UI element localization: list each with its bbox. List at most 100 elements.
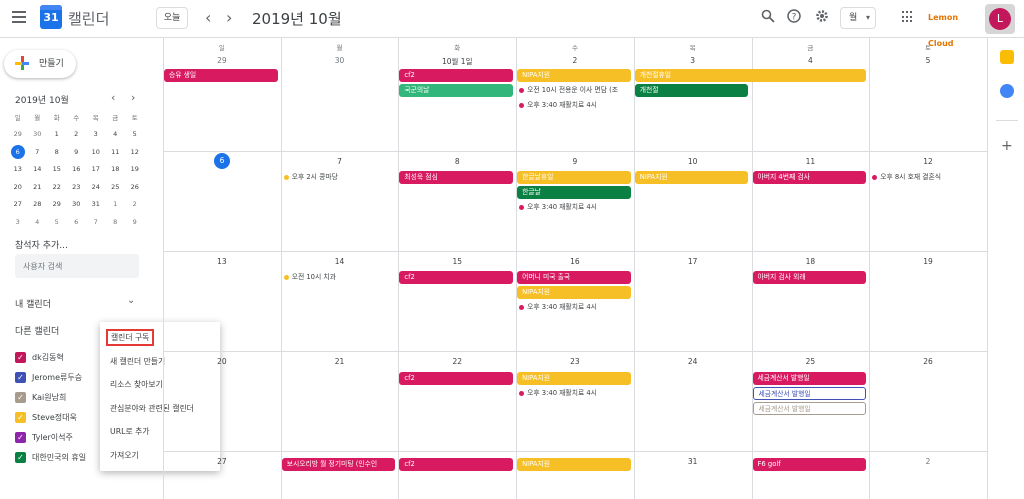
create-button[interactable]: 만들기 xyxy=(4,50,76,78)
today-date[interactable]: 6 xyxy=(214,153,230,169)
date-number[interactable]: 18 xyxy=(805,257,816,266)
mini-day[interactable]: 7 xyxy=(93,217,98,226)
date-number[interactable]: 3 xyxy=(690,56,696,65)
search-icon[interactable] xyxy=(760,9,776,25)
mini-day[interactable]: 7 xyxy=(35,147,40,156)
date-number[interactable]: 2 xyxy=(572,56,578,65)
date-number[interactable]: 24 xyxy=(687,357,698,366)
calendar-list-item[interactable]: ✓dk김동혁 xyxy=(15,347,86,367)
date-number[interactable]: 27 xyxy=(217,457,227,466)
calendar-event[interactable]: 세금계산서 발행일 xyxy=(752,372,867,385)
calendar-event[interactable]: 승유 생일 xyxy=(164,69,278,82)
date-number[interactable]: 7 xyxy=(337,157,342,166)
calendar-event[interactable]: 오후 3:40 재활치료 4시 xyxy=(517,99,631,112)
calendar-event[interactable]: 개천절 xyxy=(634,84,749,97)
chevron-down-icon[interactable]: ⌄ xyxy=(127,295,136,306)
mini-chevron-right-icon[interactable]: › xyxy=(131,91,136,104)
mini-day[interactable]: 21 xyxy=(33,182,42,191)
checkbox-icon[interactable]: ✓ xyxy=(15,431,26,443)
calendar-event[interactable]: NIPA지원 xyxy=(517,372,631,385)
other-calendars-label[interactable]: 다른 캘린더 xyxy=(15,327,60,337)
calendar-event[interactable]: 오후 3:40 재활치료 4시 xyxy=(517,201,631,214)
tasks-icon[interactable] xyxy=(1000,84,1014,98)
date-number[interactable]: 4 xyxy=(807,56,813,65)
date-number[interactable]: 30 xyxy=(334,56,345,65)
mini-day[interactable]: 3 xyxy=(15,217,20,226)
calendar-event[interactable]: 개천절휴일 xyxy=(634,69,867,82)
date-number[interactable]: 31 xyxy=(687,457,698,466)
mini-day[interactable]: 10 xyxy=(91,147,100,156)
calendar-event[interactable]: NIPA지원 xyxy=(517,69,631,82)
calendar-event[interactable]: 오전 10시 치과 xyxy=(282,271,396,284)
date-number[interactable]: 25 xyxy=(805,357,816,366)
mini-day[interactable]: 17 xyxy=(91,165,100,174)
calendar-event[interactable]: 오후 3:40 재활치료 4시 xyxy=(517,301,631,314)
checkbox-icon[interactable]: ✓ xyxy=(15,411,26,423)
calendar-event[interactable]: NIPA지원 xyxy=(517,286,631,299)
account-avatar[interactable]: L xyxy=(985,4,1015,34)
calendar-event[interactable]: NIPA지원 xyxy=(634,171,749,184)
chevron-left-icon[interactable]: ‹ xyxy=(205,8,212,27)
calendar-event[interactable]: 아버지 검사 외래 xyxy=(752,271,867,284)
calendar-list-item[interactable]: ✓Jerome류두승 xyxy=(15,367,86,387)
calendar-event[interactable]: cf2 xyxy=(399,458,514,471)
date-number[interactable]: 20 xyxy=(217,357,227,366)
checkbox-icon[interactable]: ✓ xyxy=(15,391,26,403)
calendar-event[interactable]: 아버지 4번째 검사 xyxy=(752,171,867,184)
date-number[interactable]: 29 xyxy=(217,56,227,65)
calendar-event[interactable]: 국군의날 xyxy=(399,84,514,97)
mini-day[interactable]: 9 xyxy=(132,217,137,226)
calendar-event[interactable]: 오전 10시 전용운 이사 면담 (조 xyxy=(517,84,631,97)
mini-day[interactable]: 3 xyxy=(93,130,98,138)
mini-day[interactable]: 2 xyxy=(132,200,137,209)
date-number[interactable]: 8 xyxy=(454,157,460,166)
menu-item-import[interactable]: 가져오기 xyxy=(110,450,139,460)
menu-item-browse-resources[interactable]: 리소스 찾아보기 xyxy=(110,380,163,389)
mini-day[interactable]: 14 xyxy=(33,165,42,174)
mini-day[interactable]: 29 xyxy=(52,200,61,209)
menu-item-add-url[interactable]: URL로 추가 xyxy=(110,427,150,436)
mini-day[interactable]: 23 xyxy=(72,182,81,191)
calendar-list-item[interactable]: ✓대한민국의 휴일 xyxy=(15,447,86,467)
calendar-event[interactable]: F6 golf xyxy=(752,458,867,471)
mini-day[interactable]: 22 xyxy=(52,182,61,191)
date-number[interactable]: 13 xyxy=(217,257,227,266)
mini-day[interactable]: 6 xyxy=(8,144,28,162)
my-calendars-label[interactable]: 내 캘린더 xyxy=(15,300,51,310)
calendar-event[interactable]: cf2 xyxy=(399,271,514,284)
calendar-list-item[interactable]: ✓Tyler이석주 xyxy=(15,427,86,447)
date-number[interactable]: 21 xyxy=(334,357,345,366)
mini-day[interactable]: 27 xyxy=(13,200,22,209)
checkbox-icon[interactable]: ✓ xyxy=(15,371,26,383)
date-number[interactable]: 11 xyxy=(805,157,816,166)
calendar-list-item[interactable]: ✓Kai원남희 xyxy=(15,387,86,407)
calendar-event[interactable]: 어머니 미국 출국 xyxy=(517,271,631,284)
mini-day[interactable]: 9 xyxy=(74,147,79,156)
date-number[interactable]: 12 xyxy=(923,157,933,166)
mini-day[interactable]: 1 xyxy=(54,130,59,138)
view-select[interactable]: 월 xyxy=(840,7,876,29)
people-search-input[interactable] xyxy=(15,254,139,278)
today-button[interactable]: 오늘 xyxy=(156,7,188,29)
menu-item-subscribe[interactable]: 캘린더 구독 xyxy=(100,326,220,350)
mini-day[interactable]: 18 xyxy=(111,165,120,174)
checkbox-icon[interactable]: ✓ xyxy=(15,451,26,463)
mini-day[interactable]: 8 xyxy=(113,217,118,226)
calendar-event[interactable]: 오후 8시 호재 결혼식 xyxy=(870,171,984,184)
mini-day[interactable]: 4 xyxy=(35,217,40,226)
mini-day[interactable]: 16 xyxy=(72,165,81,174)
keep-icon[interactable] xyxy=(1000,50,1014,64)
calendar-event[interactable]: 오후 2시 콩마당 xyxy=(282,171,396,184)
date-number[interactable]: 16 xyxy=(570,257,580,266)
calendar-event[interactable]: 한글날휴일 xyxy=(517,171,631,184)
mini-day[interactable]: 5 xyxy=(54,217,59,226)
calendar-event[interactable]: 오후 3:40 재활치료 4시 xyxy=(517,387,631,400)
date-number[interactable]: 10 xyxy=(687,157,698,166)
mini-day[interactable]: 12 xyxy=(130,147,139,156)
mini-day[interactable]: 6 xyxy=(74,217,79,226)
mini-day[interactable]: 20 xyxy=(13,182,22,191)
mini-day[interactable]: 25 xyxy=(111,182,120,191)
calendar-event[interactable]: NIPA지원 xyxy=(517,458,631,471)
date-number[interactable]: 26 xyxy=(923,357,933,366)
mini-day[interactable]: 30 xyxy=(72,200,81,209)
